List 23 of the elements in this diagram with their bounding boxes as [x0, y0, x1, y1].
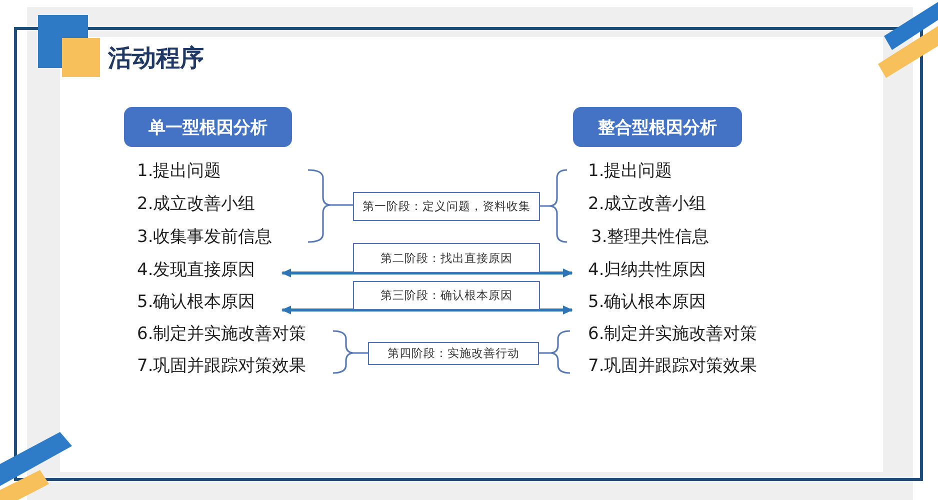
slide-title: 活动程序 [108, 44, 204, 72]
stage-box: 第三阶段：确认根本原因 [353, 281, 540, 310]
list-item: 3.收集事发前信息 [137, 227, 272, 247]
list-item: 6.制定并实施改善对策 [137, 324, 306, 344]
list-item: 7.巩固并跟踪对策效果 [588, 356, 758, 376]
list-item: 5.确认根本原因 [588, 292, 706, 312]
double-arrow [281, 268, 573, 278]
list-item: 4.归纳共性原因 [588, 260, 706, 280]
list-item: 5.确认根本原因 [137, 292, 256, 312]
stage-box: 第四阶段：实施改善行动 [368, 342, 539, 365]
list-item: 2.成立改善小组 [137, 194, 256, 214]
list-item: 2.成立改善小组 [588, 194, 706, 214]
list-item: 4.发现直接原因 [137, 260, 256, 280]
header-box: 整合型根因分析 [573, 107, 742, 147]
stage-box: 第一阶段：定义问题，资料收集 [353, 192, 540, 221]
list-item: 1.提出问题 [588, 161, 672, 181]
double-arrow [281, 306, 573, 314]
header-box: 单一型根因分析 [124, 107, 292, 147]
list-item: 6.制定并实施改善对策 [588, 324, 758, 344]
list-item: 1.提出问题 [137, 161, 222, 181]
list-item: 3.整理共性信息 [591, 227, 710, 247]
list-item: 7.巩固并跟踪对策效果 [137, 356, 306, 376]
stage-box: 第二阶段：找出直接原因 [353, 243, 540, 273]
